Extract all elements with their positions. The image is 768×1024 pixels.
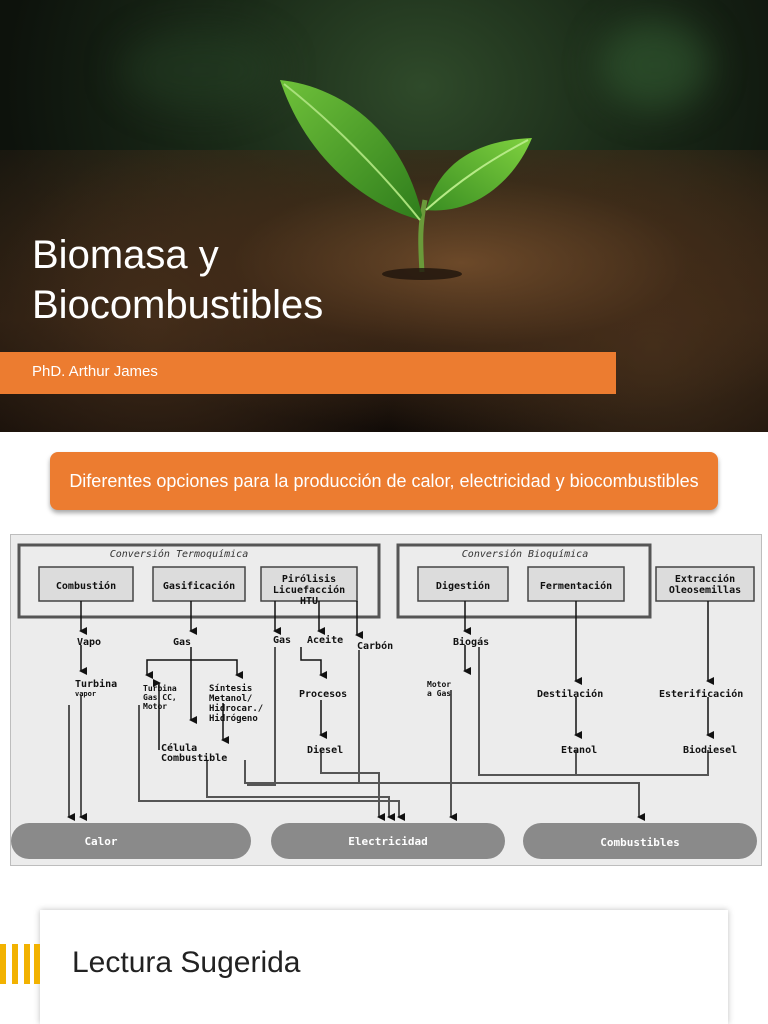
thermo-group-frame [17, 543, 381, 619]
box-extraccion-1: Extracción [675, 573, 735, 585]
slide-title-line2: Biocombustibles [32, 283, 324, 327]
accent-bar [24, 944, 30, 984]
bokeh-light [600, 20, 710, 110]
label-biogas: Biogás [453, 636, 489, 648]
label-turbina-gas-1: Turbina [143, 683, 177, 693]
box-fermentacion: Fermentación [540, 580, 612, 592]
conversion-diagram: Conversión Termoquímica Conversión Bioqu… [10, 534, 762, 866]
author-bar [0, 352, 616, 394]
label-turbina-gas-3: Motor [143, 702, 167, 711]
label-celula-2: Combustible [161, 752, 227, 764]
label-carbon: Carbón [357, 640, 393, 652]
slide-heading-text: Diferentes opciones para la producción d… [69, 471, 699, 491]
label-aceite: Aceite [307, 634, 343, 646]
box-combustion: Combustión [56, 580, 116, 592]
label-sintesis-2: Metanol/ [209, 694, 252, 704]
box-pirolisis-3: HTU [300, 596, 318, 607]
accent-bar [0, 944, 6, 984]
slide-title-line1: Biomasa y [32, 233, 219, 277]
label-vapor: vapor [75, 690, 96, 698]
box-extraccion-2: Oleosemillas [669, 584, 741, 596]
bokeh-light [120, 30, 280, 110]
label-gas2: Gas [273, 635, 291, 646]
output-combustibles-label: Combustibles [600, 836, 679, 849]
slide-title: Biomasa y Biocombustibles [32, 230, 323, 330]
label-destilacion: Destilación [537, 688, 603, 700]
label-turbina-gas-2: Gas CC, [143, 693, 177, 702]
output-electricidad [271, 823, 505, 859]
label-motor-gas-1: Motor [427, 680, 451, 689]
label-celula-1: Célula [161, 742, 197, 754]
box-gasificacion: Gasificación [163, 580, 235, 592]
box-pirolisis-2: Licuefacción [273, 584, 345, 596]
accent-bar [12, 944, 18, 984]
label-sintesis-3: Hidrocar./ [209, 703, 263, 714]
thermo-group-label: Conversión Termoquímica [110, 548, 248, 560]
seedling-image [280, 80, 532, 280]
slide-heading: Diferentes opciones para la producción d… [50, 452, 718, 510]
label-gas: Gas [173, 637, 191, 648]
box-pirolisis-1: Pirólisis [282, 573, 336, 585]
output-calor [11, 823, 251, 859]
title-slide: Biomasa y Biocombustibles PhD. Arthur Ja… [0, 0, 768, 432]
label-turbina: Turbina [75, 678, 117, 690]
label-procesos: Procesos [299, 689, 347, 700]
label-sintesis-4: Hidrógeno [209, 713, 258, 724]
diagram-slide: Diferentes opciones para la producción d… [0, 432, 768, 872]
label-diesel: Diesel [307, 744, 343, 756]
reading-slide [40, 910, 728, 1024]
bio-group-frame [396, 543, 652, 619]
reading-title: Lectura Sugerida [72, 946, 301, 979]
output-calor-label: Calor [84, 835, 117, 848]
output-electricidad-label: Electricidad [348, 835, 427, 848]
label-esterificacion: Esterificación [659, 688, 743, 700]
author-name: PhD. Arthur James [32, 363, 158, 380]
label-sintesis-1: Síntesis [209, 683, 252, 694]
box-digestion: Digestión [436, 580, 490, 592]
label-motor-gas-2: a Gas [427, 689, 451, 698]
accent-bar [34, 944, 40, 984]
output-combustibles [523, 823, 757, 859]
label-biodiesel: Biodiesel [683, 744, 737, 756]
bio-group-label: Conversión Bioquímica [462, 548, 588, 560]
label-etanol: Etanol [561, 745, 597, 756]
label-vapo: Vapo [77, 637, 101, 648]
